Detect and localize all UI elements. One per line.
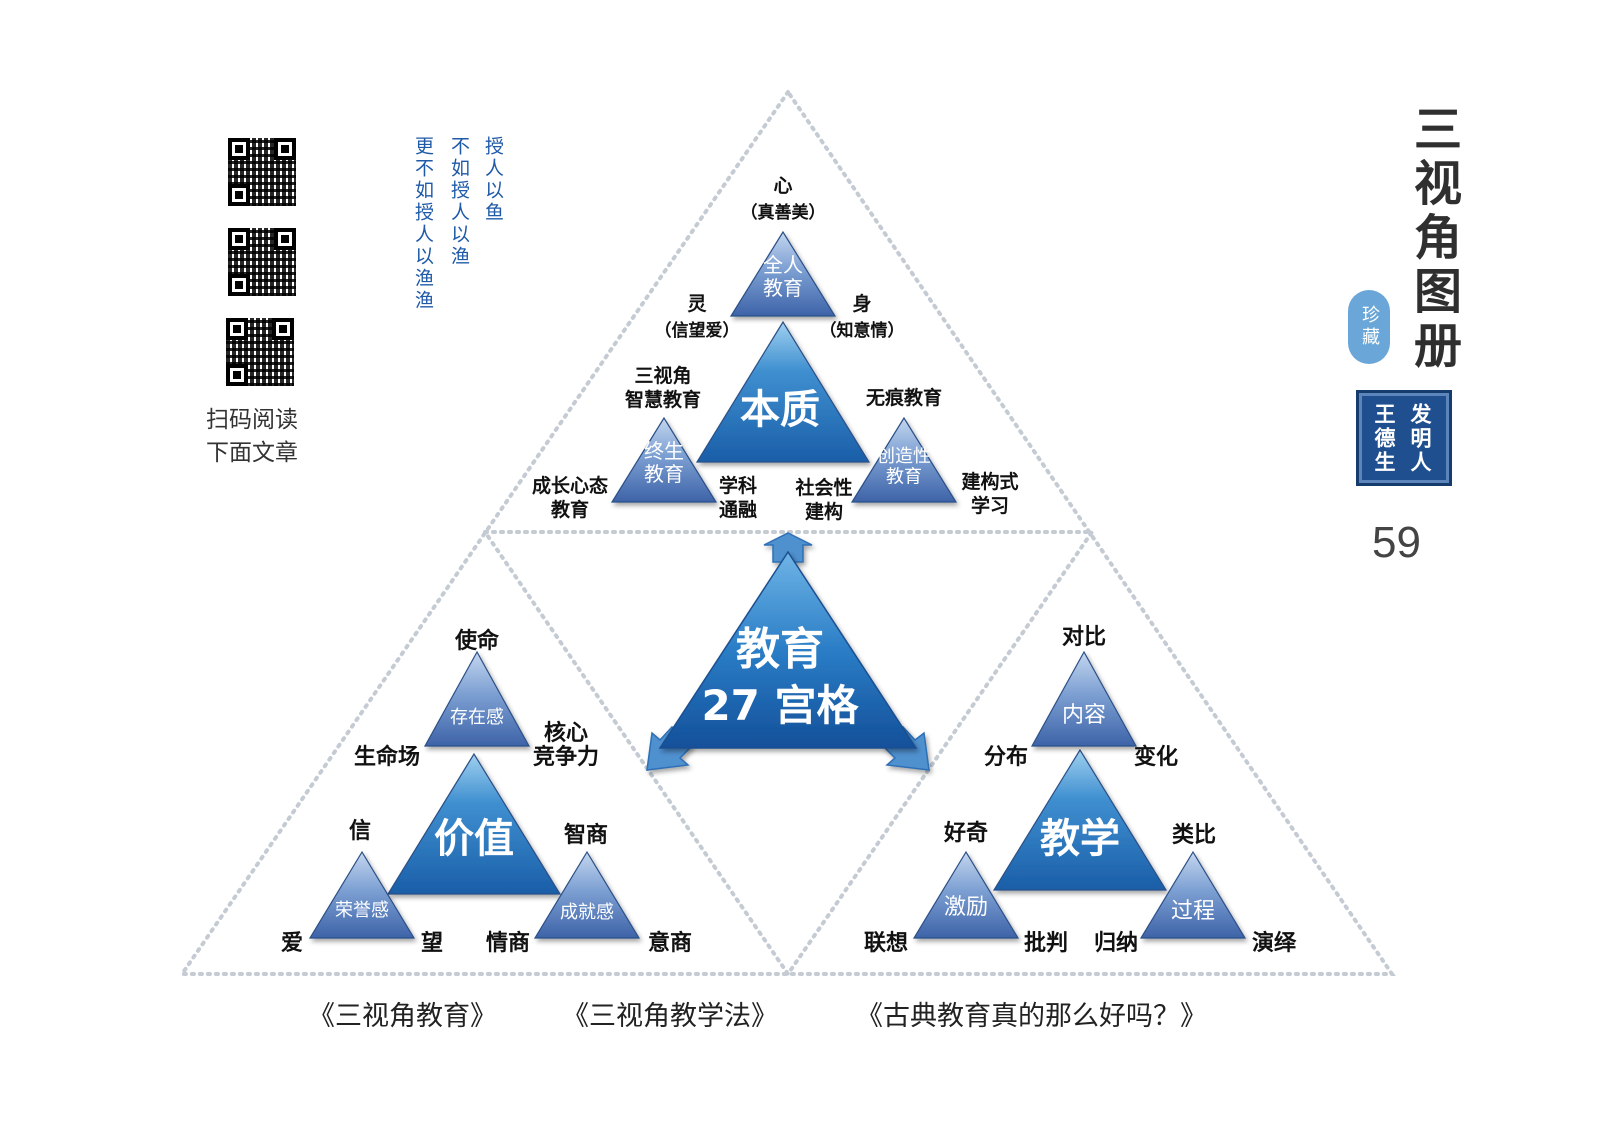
collector-badge: 珍藏 [1348,290,1390,364]
group-right-apex-label: 内容 [1062,703,1106,728]
group-left-left-corner-1-label: 信 [349,818,371,844]
page-number: 59 [1372,518,1421,567]
group-left-right-triangle [533,850,641,939]
group-top-apex-triangle [729,230,837,317]
group-left-main-triangle [386,752,562,895]
group-left-left-triangle [308,850,416,939]
group-top-right-corner-2-sub: 建构 [805,500,843,523]
brand-title: 三视角图册 [1405,104,1461,374]
book-title-3[interactable]: 《古典教育真的那么好吗？》 [856,1001,1207,1032]
group-top-apex-corner-1-sub: （真善美） [741,202,826,223]
proverb-col-1: 授人以鱼 [482,136,504,224]
book-title-2[interactable]: 《三视角教学法》 [562,1001,778,1032]
group-left-apex-corner-1-label: 使命 [454,628,500,654]
group-left-left-corner-3-label: 望 [421,930,443,956]
center-label-1: 教育 [736,624,824,675]
group-top-apex-corner-2-label: 灵 [687,293,707,315]
book-title-1[interactable]: 《三视角教育》 [308,1001,497,1032]
group-top-left-corner-2-label: 成长心态 [532,474,608,497]
group-top-right-triangle [850,416,958,503]
group-top-right-label-1: 创造性 [877,446,931,467]
group-left-right-corner-3-label: 意商 [648,930,692,956]
sub-groups: 本质全人教育心（真善美）灵（信望爱）身（知意情）终生教育三视角智慧教育成长心态教… [281,175,1297,956]
group-right-apex-corner-2-label: 分布 [984,744,1028,770]
scan-line-1: 扫码阅读 [206,407,298,433]
outline-triangles [178,88,1396,978]
scan-line-2: 下面文章 [206,440,298,466]
group-left-apex-corner-3-sub: 竞争力 [533,744,599,770]
group-top-left-corner-2-sub: 教育 [551,498,589,521]
center-label-2: 27 宫格 [701,681,859,730]
group-left-apex-triangle [423,650,531,747]
group-top-right-corner-3-label: 建构式 [961,470,1018,493]
center-triangle-group: 教育 27 宫格 [658,550,918,749]
group-top-left-corner-3-sub: 通融 [719,499,757,521]
group-top-right-corner-3-sub: 学习 [971,494,1009,517]
center-triangle [658,550,918,749]
group-right-left-corner-2-label: 联想 [864,930,908,956]
group-left-apex-corner-3-label: 核心 [544,720,588,746]
group-right-right-corner-1-label: 类比 [1172,822,1216,848]
seal-col-1: 发明人 [1408,403,1433,475]
group-right-main-label: 教学 [1040,815,1120,862]
group-left-left-corner-2-label: 爱 [281,930,303,956]
group-top-apex-corner-3-label: 身 [852,292,871,315]
group-right-apex-corner-1-label: 对比 [1062,624,1106,650]
group-top-left-corner-1-label: 三视角 [634,364,691,387]
group-right-left-corner-1-label: 好奇 [943,820,988,846]
group-top-left-corner-3-label: 学科 [719,474,757,497]
group-top-apex-corner-2-sub: （信望爱） [655,320,740,341]
qr-code-1[interactable] [228,138,296,206]
inventor-seal: 发明人 王德生 [1356,390,1452,486]
group-left-left-label: 荣誉感 [335,900,389,921]
group-top-left-corner-1-sub: 智慧教育 [625,388,701,411]
group-top-apex-corner-3-sub: （知意情） [820,320,905,341]
group-left-right-corner-2-label: 情商 [486,930,530,956]
scan-instruction: 扫码阅读 下面文章 [206,404,316,470]
group-right-right-corner-2-label: 归纳 [1094,930,1138,956]
group-left-apex-corner-2-label: 生命场 [354,744,420,770]
group-top-right-corner-1-label: 无痕教育 [866,386,942,409]
seal-col-2: 王德生 [1372,403,1397,475]
group-left-right-corner-1-label: 智商 [564,822,608,848]
group-top-right-label-2: 教育 [886,467,922,488]
group-right-apex-triangle [1030,650,1138,747]
proverb-col-3: 更不如授人以渔渔 [412,136,434,312]
group-top-main-triangle [695,320,871,463]
qr-code-3[interactable] [226,318,294,386]
group-top-apex-corner-1-label: 心 [773,175,792,197]
group-top-main-label: 本质 [740,386,820,433]
group-top-left-label-2: 教育 [644,462,684,486]
group-right-apex-corner-3-label: 变化 [1134,744,1178,770]
group-top-right-corner-2-label: 社会性 [794,476,852,499]
qr-code-2[interactable] [228,228,296,296]
group-right-left-triangle [912,850,1020,939]
group-right-right-triangle [1139,850,1247,939]
group-left-right-label: 成就感 [560,902,614,923]
group-right-right-corner-3-label: 演绎 [1252,930,1297,956]
group-left-main-label: 价值 [434,815,514,862]
group-top-left-label-1: 终生 [644,439,684,463]
middle-inverted-outline [481,530,1096,978]
group-top-apex-label-2: 教育 [763,276,803,300]
group-left-apex-label: 存在感 [450,707,504,728]
group-right-right-label: 过程 [1171,899,1215,924]
group-right-left-label: 激励 [944,895,988,920]
group-top-left-triangle [610,416,718,503]
proverb-col-2: 不如授人以渔 [448,136,470,268]
group-right-main-triangle [992,748,1168,891]
group-right-left-corner-3-label: 批判 [1024,930,1068,956]
group-top-apex-label-1: 全人 [763,253,803,277]
